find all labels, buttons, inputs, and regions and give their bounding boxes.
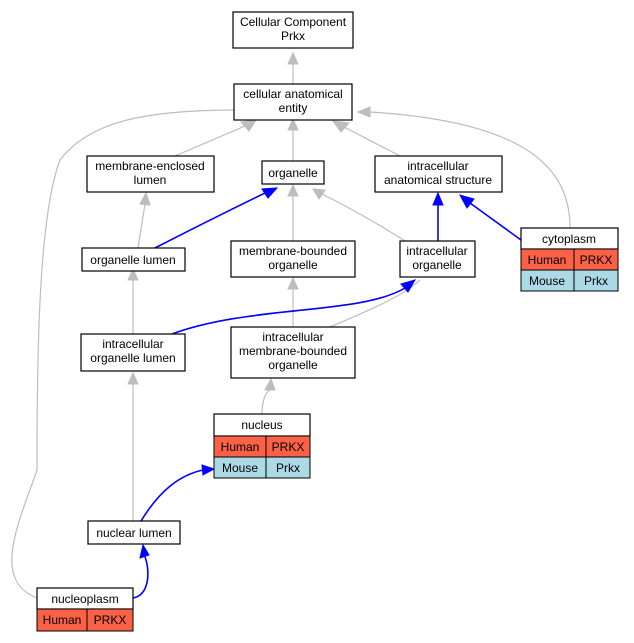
arrowhead (287, 51, 299, 65)
arrowhead (261, 187, 279, 199)
node-intracellular-anatomical-structure[interactable]: intracellular anatomical structure (374, 155, 503, 193)
edges-is-a (11, 51, 571, 599)
node-intracellular-organelle-lumen[interactable]: intracellular organelle lumen (80, 333, 186, 372)
arrowhead (127, 267, 139, 281)
arrowhead (201, 464, 216, 476)
species-label: Human (528, 253, 567, 267)
node-cellular-anatomical-entity[interactable]: cellular anatomical entity (233, 83, 353, 121)
node-intracellular-organelle[interactable]: intracellular organelle (399, 240, 476, 278)
edges-part-of (132, 187, 522, 599)
arrowhead (400, 279, 417, 293)
species-label: Mouse (529, 274, 565, 288)
arrowhead (331, 120, 351, 133)
node-label: organelle (268, 358, 318, 372)
node-cytoplasm[interactable]: cytoplasm Human PRKX Mouse Prkx (520, 227, 619, 292)
node-label: intracellular (407, 159, 468, 173)
node-organelle[interactable]: organelle (261, 160, 325, 185)
species-label: Human (43, 613, 82, 627)
edge-ias-cae (343, 126, 401, 157)
gene-label: Prkx (276, 461, 300, 475)
node-organelle-lumen[interactable]: organelle lumen (81, 247, 186, 272)
arrowhead (127, 371, 139, 385)
edge-nucleoplasm-cae (11, 109, 239, 599)
gene-cell-mouse (265, 456, 311, 479)
arrowhead (264, 377, 276, 391)
node-label: intracellular (406, 244, 467, 258)
node-nucleus[interactable]: nucleus Human PRKX Mouse Prkx (213, 413, 311, 479)
node-label: organelle lumen (90, 351, 175, 365)
edge-ol-mel (137, 203, 146, 249)
node-label: membrane-bounded (239, 244, 347, 258)
arrowhead (356, 106, 371, 118)
node-label: organelle (268, 258, 318, 272)
edge-mel-cae (174, 125, 246, 157)
gene-cell-mouse (573, 269, 619, 292)
species-label: Human (221, 440, 260, 454)
gene-label: Prkx (584, 274, 608, 288)
edge-cyto-cae (369, 111, 571, 229)
gene-cell-human (86, 608, 134, 632)
node-label: entity (279, 101, 308, 115)
arrowhead (312, 188, 326, 200)
gene-label: PRKX (94, 613, 127, 627)
node-intracellular-membrane-bounded-organelle[interactable]: intracellular membrane-bounded organelle (230, 326, 356, 379)
arrowhead (458, 194, 475, 209)
node-nuclear-lumen[interactable]: nuclear lumen (87, 520, 181, 545)
node-label: Prkx (281, 29, 305, 43)
arrowhead (139, 543, 150, 559)
node-label: organelle lumen (90, 253, 175, 267)
edge-nucleus-imbo (261, 389, 271, 415)
node-label: intracellular (102, 337, 163, 351)
node-nucleoplasm[interactable]: nucleoplasm Human PRKX (36, 587, 134, 632)
node-label: anatomical structure (384, 173, 492, 187)
gene-label: PRKX (580, 253, 613, 267)
edge-io-org (321, 193, 406, 242)
edge-imbo-io (329, 279, 421, 328)
node-label: Cellular Component (240, 15, 347, 29)
node-label: membrane-bounded (239, 344, 347, 358)
species-label: Mouse (222, 461, 258, 475)
node-membrane-enclosed-lumen[interactable]: membrane-enclosed lumen (86, 155, 215, 193)
node-label: organelle (412, 258, 462, 272)
node-cellular-component[interactable]: Cellular Component Prkx (232, 11, 354, 49)
arrowhead (287, 276, 299, 290)
node-title: cytoplasm (542, 232, 596, 246)
node-label: nuclear lumen (96, 526, 171, 540)
arrowhead (287, 117, 299, 131)
node-label: lumen (134, 173, 167, 187)
node-title: nucleus (241, 418, 282, 432)
node-label: membrane-enclosed (95, 159, 204, 173)
node-label: intracellular (262, 330, 323, 344)
arrowhead (139, 191, 151, 206)
node-membrane-bounded-organelle[interactable]: membrane-bounded organelle (230, 240, 356, 278)
arrowhead (240, 119, 257, 132)
node-title: nucleoplasm (51, 592, 118, 606)
edge-ol-org (152, 192, 266, 250)
node-label: organelle (268, 166, 318, 180)
node-label: cellular anatomical (243, 87, 342, 101)
gene-label: PRKX (272, 440, 305, 454)
edge-cyto-ias (469, 202, 522, 241)
arrowhead (432, 191, 444, 206)
edge-iol-io (171, 287, 406, 335)
edge-nucleoplasm-nl (132, 556, 149, 599)
edge-nl-nucleus (140, 469, 204, 522)
arrowhead (287, 183, 299, 197)
